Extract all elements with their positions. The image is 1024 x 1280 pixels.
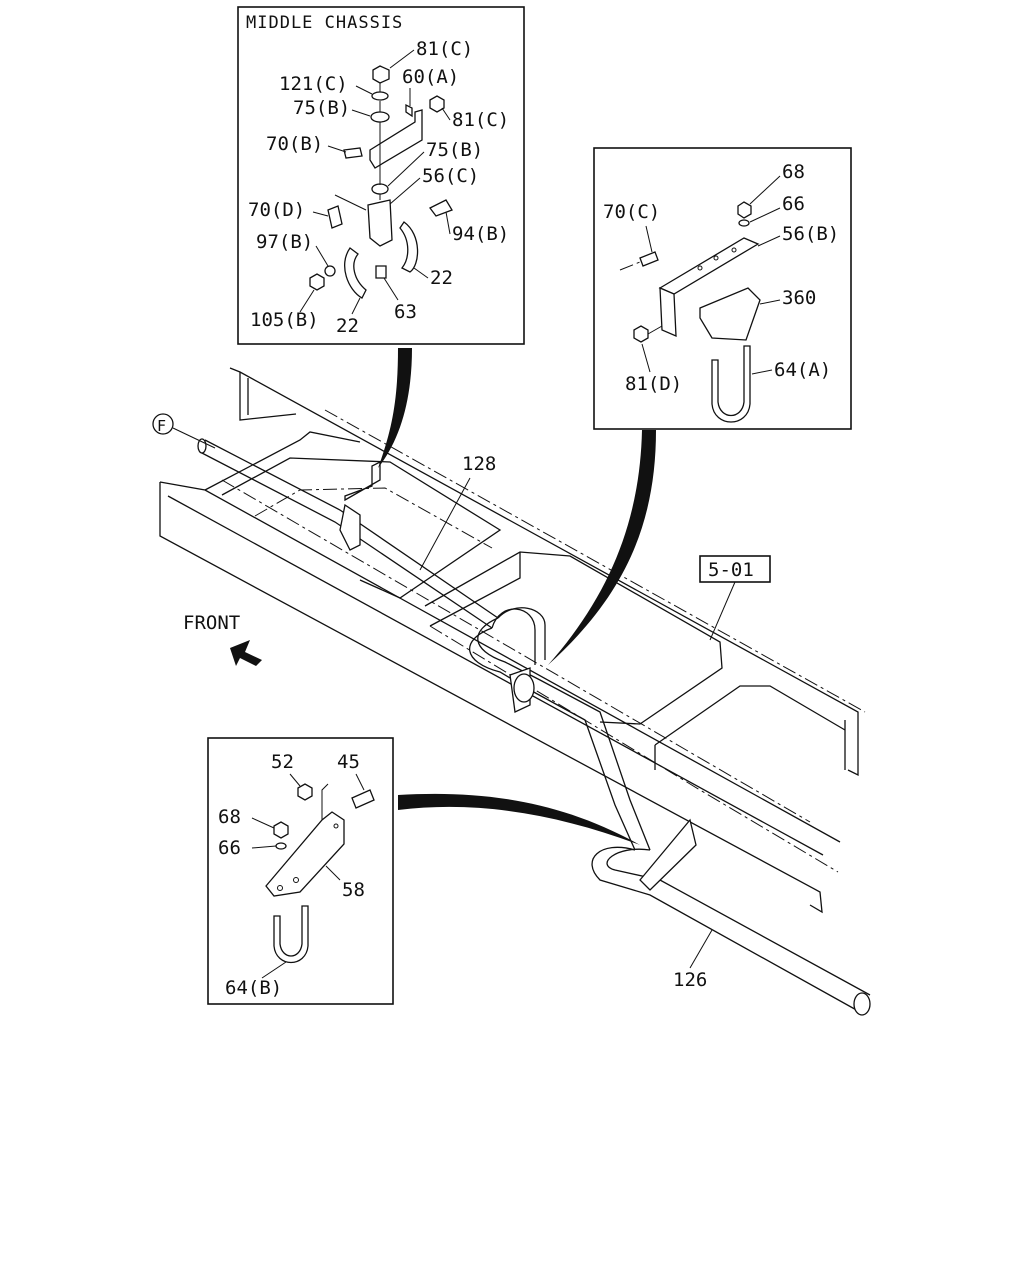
ref-box-text: 5-01 xyxy=(708,559,754,581)
label-22-b: 22 xyxy=(336,315,359,337)
label-70b: 70(B) xyxy=(266,133,323,155)
label-22-a: 22 xyxy=(430,267,453,289)
pipe-126-label: 126 xyxy=(673,969,707,991)
label-56c: 56(C) xyxy=(422,165,479,187)
inset-bottom: 52 45 68 66 58 64(B) xyxy=(207,737,394,1005)
front-arrow-icon xyxy=(230,640,262,666)
label-81c-b: 81(C) xyxy=(452,109,509,131)
label-97b: 97(B) xyxy=(256,231,313,253)
label-58: 58 xyxy=(342,879,365,901)
label-75b-a: 75(B) xyxy=(293,97,350,119)
exhaust-pipe xyxy=(197,438,871,1016)
label-60a: 60(A) xyxy=(402,66,459,88)
label-52: 52 xyxy=(271,751,294,773)
label-360: 360 xyxy=(782,287,816,309)
label-75b-b: 75(B) xyxy=(426,139,483,161)
front-label: FRONT xyxy=(183,612,240,634)
inset-middle-title: MIDDLE CHASSIS xyxy=(246,13,403,33)
label-70d: 70(D) xyxy=(248,199,305,221)
label-121c: 121(C) xyxy=(279,73,348,95)
circle-ref-marker xyxy=(152,413,174,435)
circle-ref-text: F xyxy=(157,417,166,435)
label-105b: 105(B) xyxy=(250,309,319,331)
label-45: 45 xyxy=(337,751,360,773)
label-64b: 64(B) xyxy=(225,977,282,999)
label-81c-a: 81(C) xyxy=(416,38,473,60)
label-66-r: 66 xyxy=(782,193,805,215)
label-94b: 94(B) xyxy=(452,223,509,245)
label-56b: 56(B) xyxy=(782,223,839,245)
label-64a: 64(A) xyxy=(774,359,831,381)
label-68-b: 68 xyxy=(218,806,241,828)
label-81d: 81(D) xyxy=(625,373,682,395)
main-labels: F 128 5-01 FRONT 126 xyxy=(152,413,771,991)
ref-box-frame xyxy=(699,555,771,583)
inset-middle-chassis: MIDDLE CHASSIS 81(C) 121(C) 60(A) 75(B) … xyxy=(237,6,525,345)
inset-connectors xyxy=(378,348,656,845)
inset-right: 68 70(C) 66 56(B) 360 64(A) 81(D) xyxy=(593,147,852,430)
frame-brackets xyxy=(339,460,697,891)
label-70c: 70(C) xyxy=(603,201,660,223)
pipe-128-label: 128 xyxy=(462,453,496,475)
label-68-r: 68 xyxy=(782,161,805,183)
label-66-b: 66 xyxy=(218,837,241,859)
label-63: 63 xyxy=(394,301,417,323)
